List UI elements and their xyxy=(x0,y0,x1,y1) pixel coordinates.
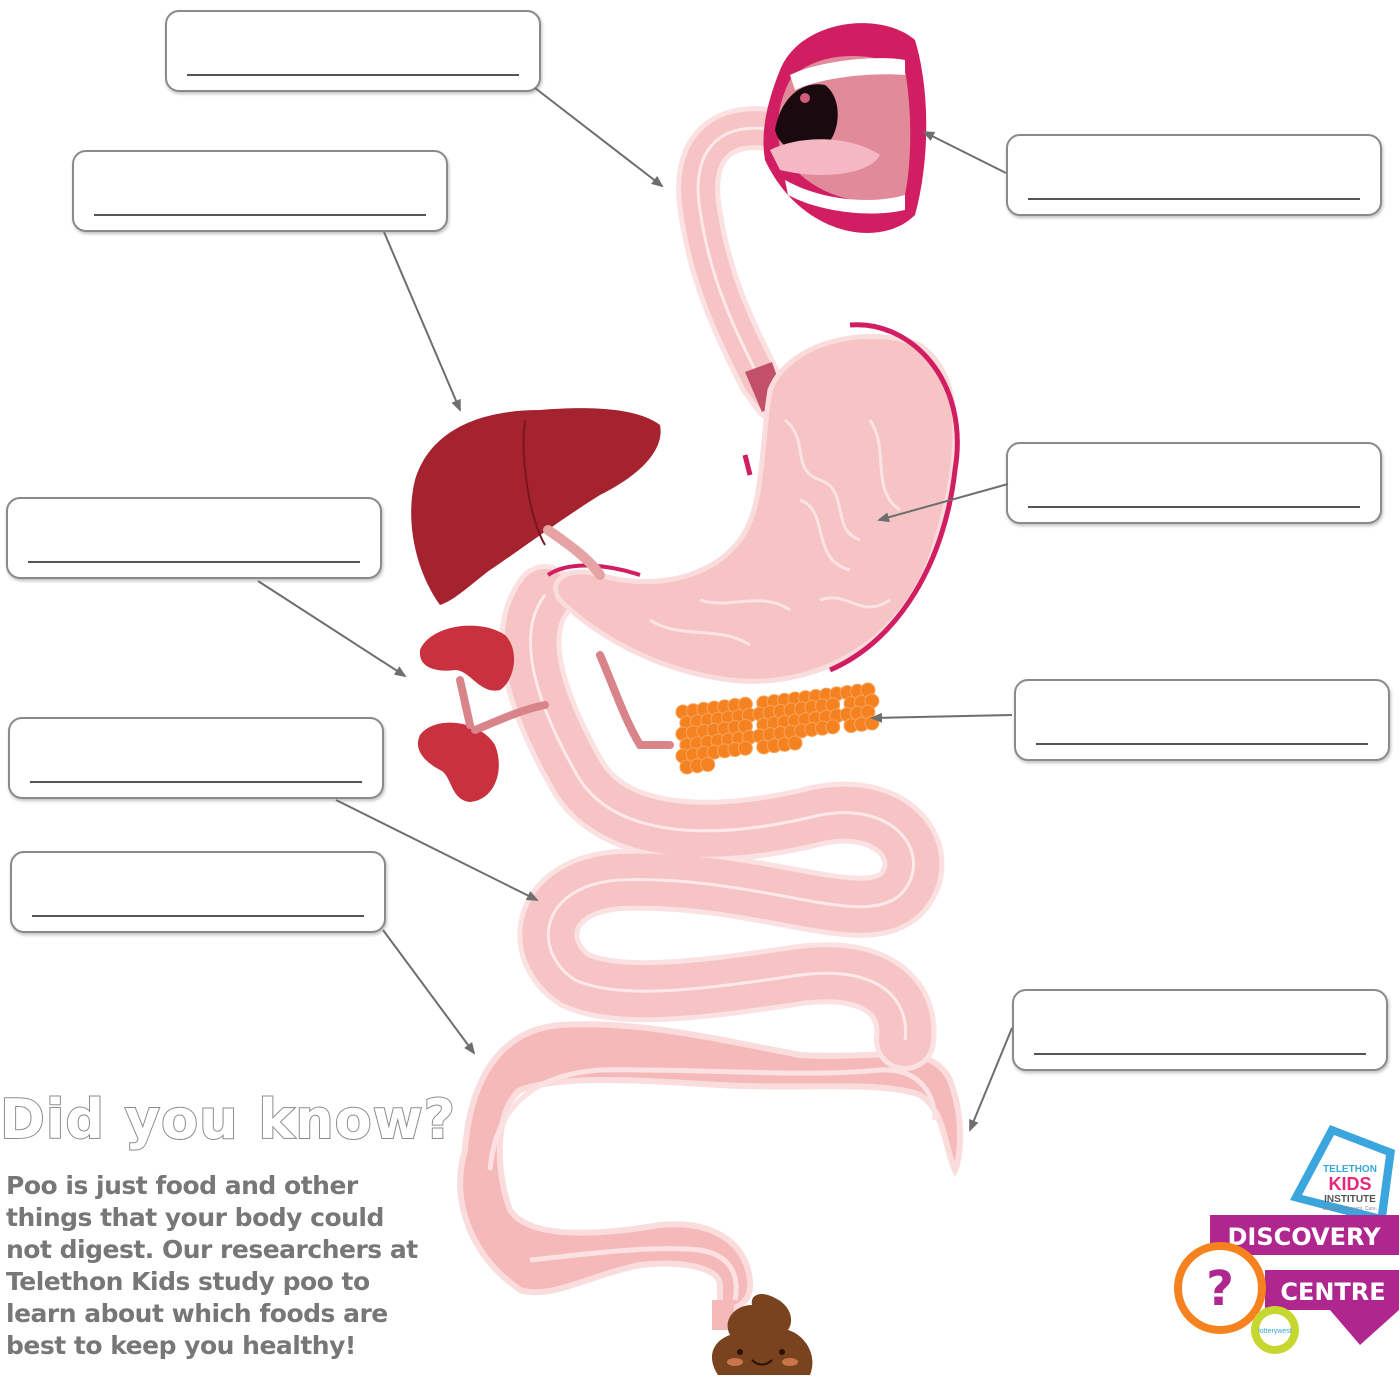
pancreas-lobule xyxy=(701,757,715,771)
arrow-liver xyxy=(384,232,460,410)
logo-discovery: DISCOVERY xyxy=(1227,1223,1381,1251)
pancreas-lobule xyxy=(738,741,752,755)
sponsor-logo: lotterywest xyxy=(1258,1328,1292,1335)
pancreas-lobule xyxy=(788,736,802,750)
arrow-large-intestine xyxy=(383,930,474,1053)
arrow-kidneys xyxy=(258,581,405,676)
arrow-rectum xyxy=(970,1028,1012,1130)
arrow-mouth xyxy=(924,132,1006,173)
did-you-know-text: Poo is just food and other things that y… xyxy=(6,1170,436,1362)
logo-centre: CENTRE xyxy=(1280,1278,1385,1306)
arrow-pancreas xyxy=(872,715,1012,718)
logo-line2: KIDS xyxy=(1328,1174,1371,1194)
logo-tagline: Discover. Prevent. Cure. xyxy=(1323,1206,1377,1212)
large-intestine xyxy=(460,1024,960,1330)
pancreas xyxy=(676,683,879,774)
pancreas-lobule xyxy=(826,720,840,734)
arrow-esophagus xyxy=(535,88,662,186)
discovery-centre-logo: TELETHON KIDS INSTITUTE Discover. Preven… xyxy=(1178,1125,1399,1354)
question-mark-icon: ? xyxy=(1206,1261,1234,1317)
did-you-know-title: Did you know? xyxy=(0,1088,456,1151)
arrow-small-intestine xyxy=(336,800,537,900)
logo-line3: INSTITUTE xyxy=(1324,1194,1376,1205)
mouth xyxy=(763,23,926,233)
